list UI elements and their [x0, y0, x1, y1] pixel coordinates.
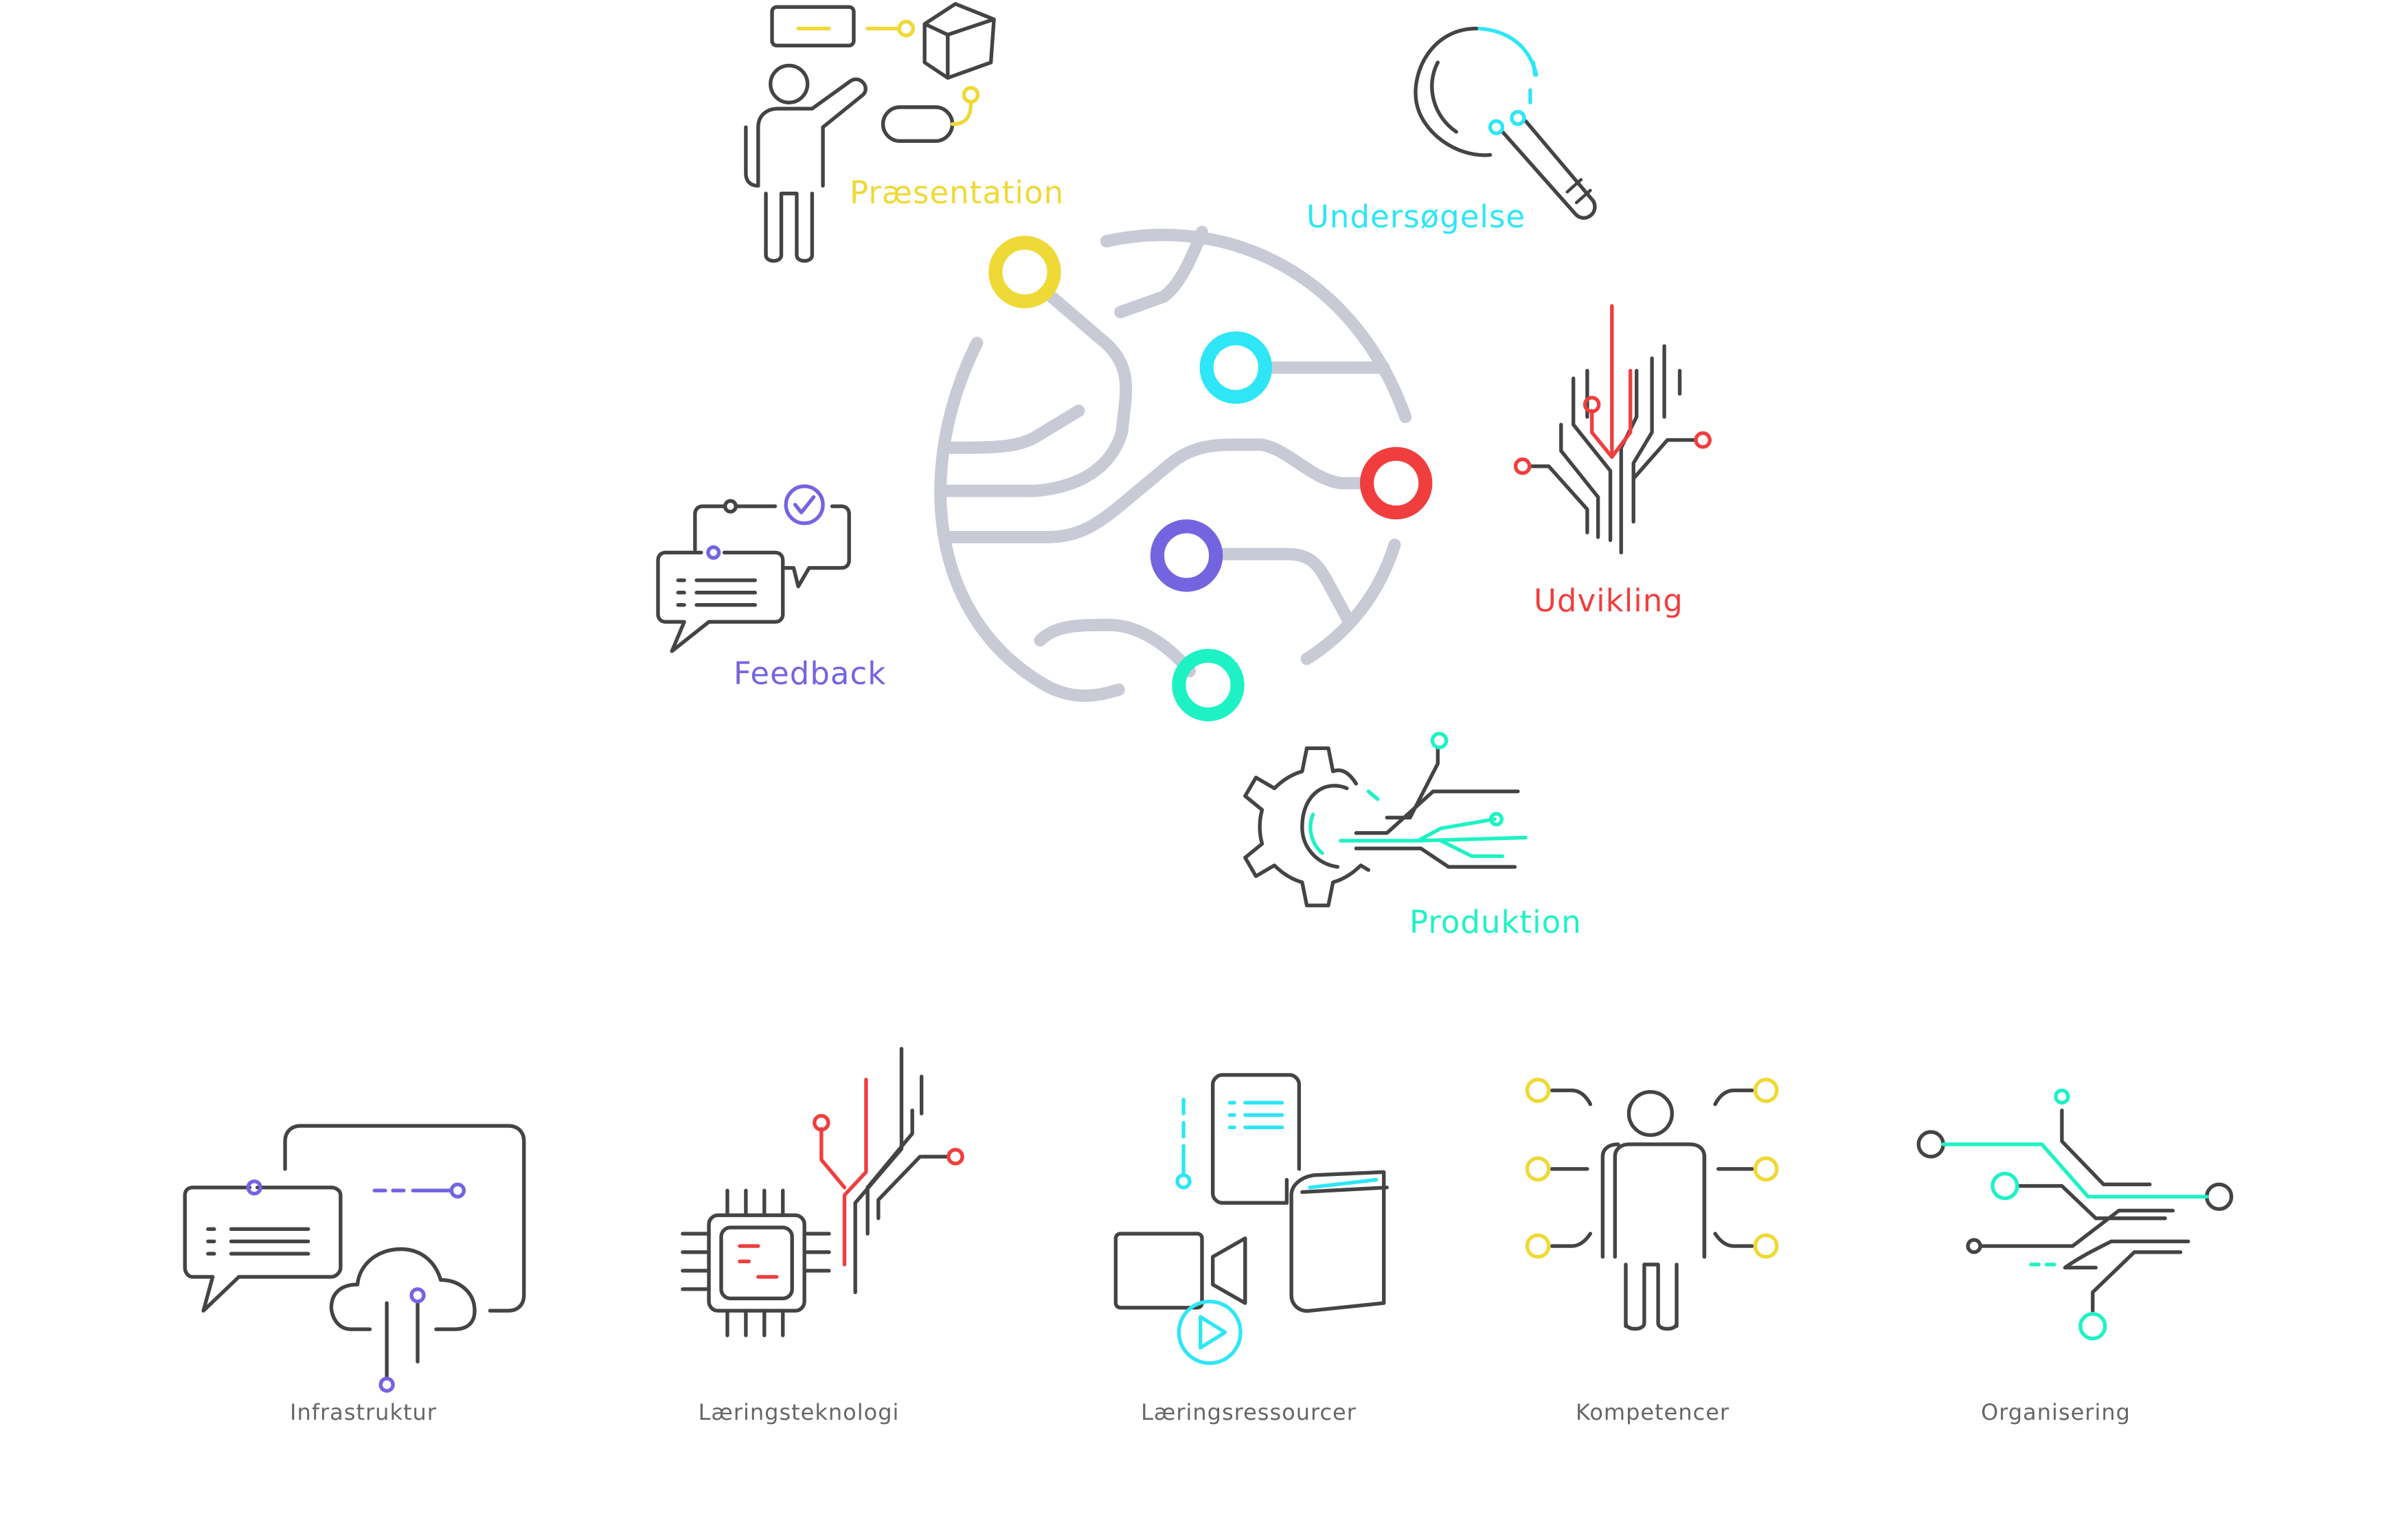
label-development: Udvikling: [1534, 582, 1683, 619]
caption-laeringsteknologi: Læringsteknologi: [698, 1399, 900, 1425]
caption-kompetencer: Kompetencer: [1575, 1399, 1730, 1425]
hub-presentation-icon: [988, 236, 1061, 308]
label-investigation: Undersøgelse: [1306, 199, 1526, 235]
globe-icon: [934, 225, 1412, 702]
magnifier-icon: [1414, 26, 1597, 220]
caption-laeringsressourcer: Læringsressourcer: [1141, 1399, 1357, 1425]
presenter-icon: [744, 1, 996, 263]
label-feedback: Feedback: [734, 655, 887, 692]
caption-infrastruktur: Infrastruktur: [290, 1399, 437, 1425]
hub-development-icon: [1359, 446, 1433, 520]
chat-feedback-icon: [656, 484, 851, 653]
caption-organisering: Organisering: [1981, 1399, 2131, 1425]
hub-feedback-icon: [1150, 519, 1223, 592]
presenter-accents: [796, 19, 980, 126]
globe-hubs: [988, 236, 1433, 722]
label-presentation: Præsentation: [850, 174, 1065, 211]
hub-production-icon: [1172, 648, 1245, 722]
branching-circuit-icon: [1513, 304, 1712, 555]
hub-investigation-icon: [1199, 331, 1273, 404]
label-production: Produktion: [1409, 904, 1582, 940]
chip-icon: [681, 1047, 964, 1337]
media-book-icon: [1113, 1073, 1389, 1366]
gear-production-icon: [1243, 732, 1528, 907]
circuit-icon: [1916, 1088, 2234, 1341]
person-nodes-icon: [1525, 1078, 1779, 1331]
chat-cloud-icon: [183, 1124, 526, 1393]
